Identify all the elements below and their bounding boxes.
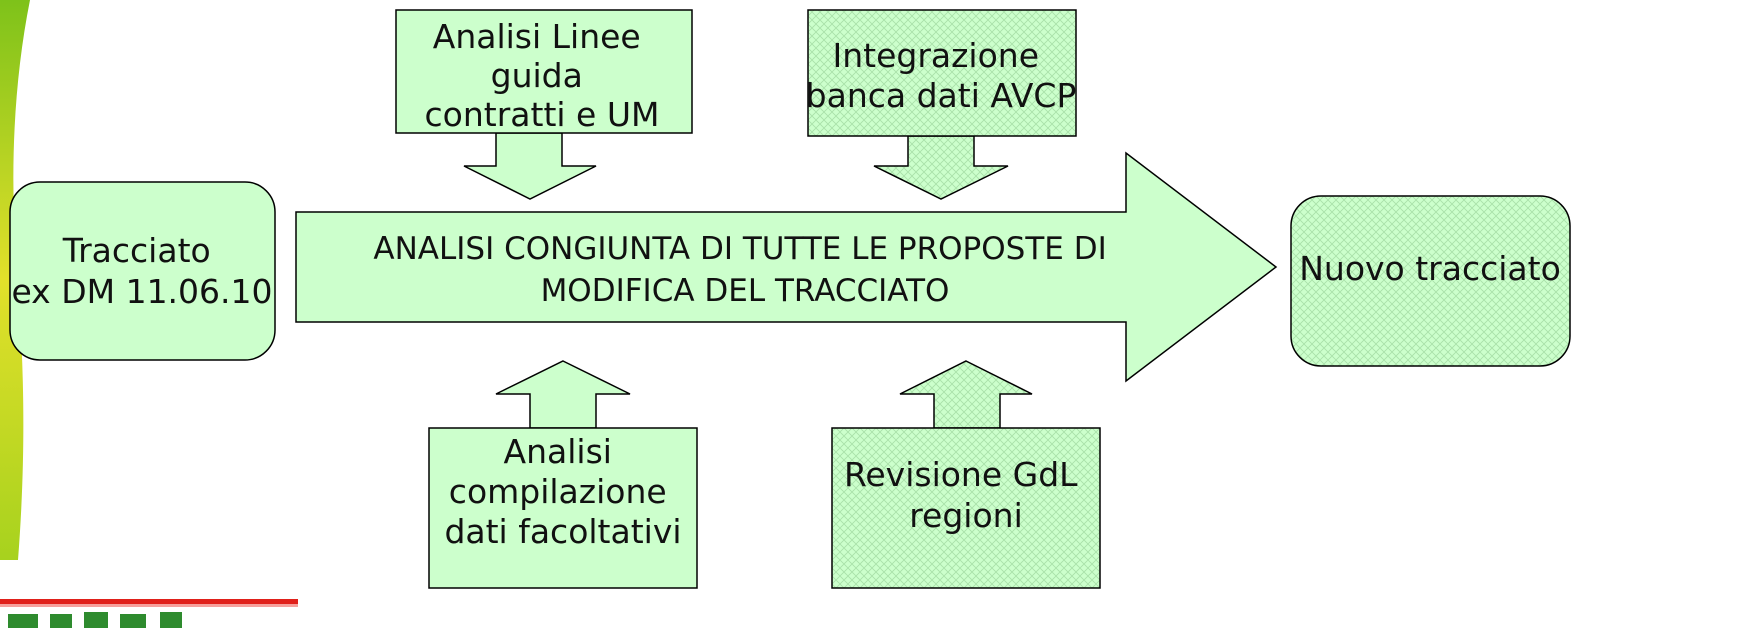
top-input-arrow-2: [873, 135, 1009, 200]
result-line-1: Nuovo tracciato: [1299, 249, 1561, 288]
svg-text:Analisi Linee guida: Analisi Linee guida contratti e UM: [425, 17, 660, 134]
main-arrow-line-2: MODIFICA DEL TRACCIATO: [541, 273, 950, 309]
source-line-1: Tracciato: [62, 231, 211, 270]
main-arrow-label: ANALISI CONGIUNTA DI TUTTE LE PROPOSTE D…: [373, 231, 1116, 309]
source-box-label: Tracciato ex DM 11.06.10: [11, 231, 272, 311]
bottom-input-1-line-1: Analisi: [504, 432, 612, 471]
top-input-box-2: [807, 9, 1077, 137]
svg-text:Analisi compilazione: Analisi compilazione dati facoltativi: [444, 432, 681, 551]
top-input-2-line-1: Integrazione: [832, 36, 1039, 75]
bottom-input-box-1: [428, 427, 698, 589]
bottom-input-2-line-2: regioni: [909, 496, 1023, 535]
top-input-box-1: [395, 9, 693, 134]
top-input-1-line-3: contratti e UM: [425, 95, 660, 134]
bottom-input-1-line-3: dati facoltativi: [444, 512, 681, 551]
svg-text:Revisione GdL regioni: Revisione GdL regioni: [844, 455, 1088, 535]
top-input-callout-2: Integrazione banca dati AVCP: [806, 9, 1077, 200]
bottom-input-box-2: [831, 427, 1101, 589]
result-box-label: Nuovo tracciato: [1299, 249, 1561, 288]
top-input-1-line-1: Analisi Linee: [433, 17, 641, 56]
bottom-input-callout-1: Analisi compilazione dati facoltativi: [428, 360, 698, 589]
bottom-input-1-line-2: compilazione: [449, 472, 667, 511]
result-box: [1290, 195, 1571, 367]
bottom-input-callout-2: Revisione GdL regioni: [831, 360, 1101, 589]
footer-logo-fragment: [0, 599, 298, 628]
top-input-2-line-2: banca dati AVCP: [806, 76, 1077, 115]
source-box: [9, 181, 276, 361]
bottom-input-arrow-2: [899, 360, 1033, 429]
main-process-arrow: [295, 151, 1278, 383]
svg-text:Integrazione banca dati: Integrazione banca dati AVCP: [806, 36, 1077, 115]
top-input-1-line-2: guida: [491, 56, 583, 95]
main-arrow-line-1: ANALISI CONGIUNTA DI TUTTE LE PROPOSTE D…: [373, 231, 1106, 267]
top-input-arrow-1: [463, 132, 597, 200]
bottom-input-arrow-1: [495, 360, 631, 429]
source-line-2: ex DM 11.06.10: [11, 272, 272, 311]
bottom-input-2-line-1: Revisione GdL: [844, 455, 1078, 494]
top-input-callout-1: Analisi Linee guida contratti e UM: [395, 9, 693, 200]
